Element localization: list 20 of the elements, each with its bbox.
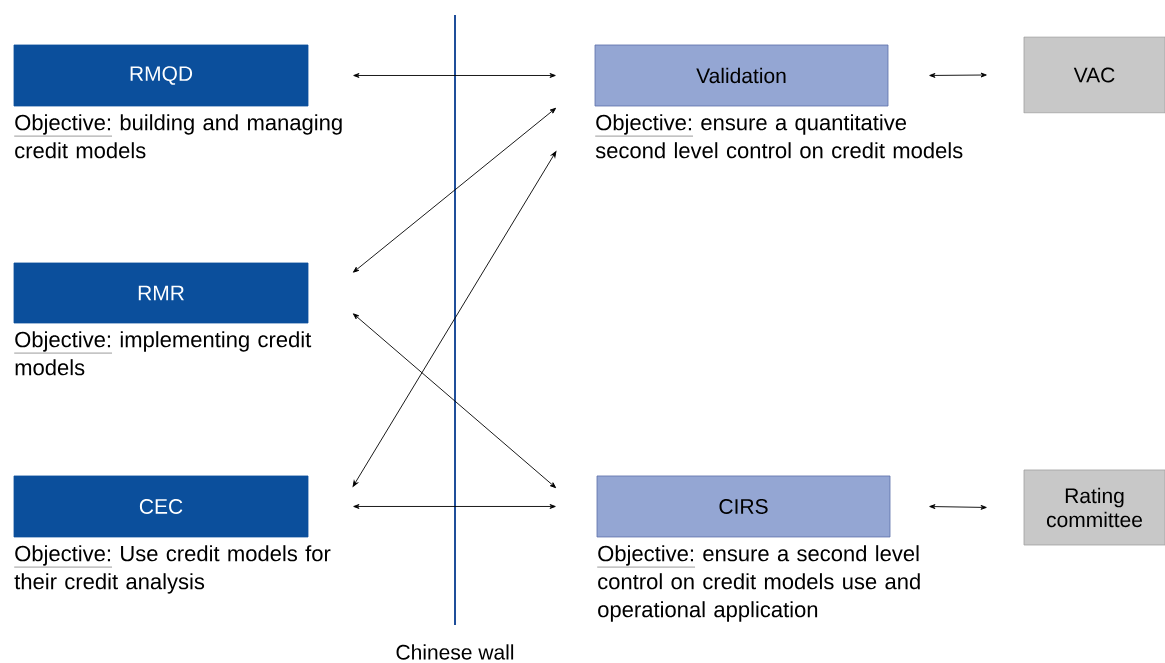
- objective-text: Objective: building and managing credit models: [14, 114, 342, 159]
- arrow: [929, 72, 987, 78]
- wall-label: Chinese wall: [396, 644, 514, 660]
- arrow: [929, 504, 987, 510]
- objective-text: Objective: Use credit models for their credit analysis: [14, 545, 331, 594]
- process-box: VAC: [1023, 36, 1165, 114]
- process-box: Validation: [594, 44, 889, 107]
- process-box: Rating committee: [1023, 469, 1165, 546]
- arrow: [352, 107, 557, 273]
- process-box: CEC: [13, 475, 309, 538]
- process-box: CIRS: [596, 475, 891, 538]
- process-box: RMQD: [13, 44, 309, 107]
- objective-text: Objective: ensure a second level control on credit models use and operational application: [597, 545, 920, 622]
- arrow: [352, 151, 557, 487]
- process-box: RMR: [13, 262, 309, 324]
- arrow: [353, 504, 556, 509]
- objective-text: Objective: ensure a quantitative second level control on credit models: [595, 114, 963, 159]
- arrow: [353, 73, 556, 78]
- objective-text: Objective: implementing credit models: [14, 331, 312, 376]
- arrow: [352, 313, 557, 489]
